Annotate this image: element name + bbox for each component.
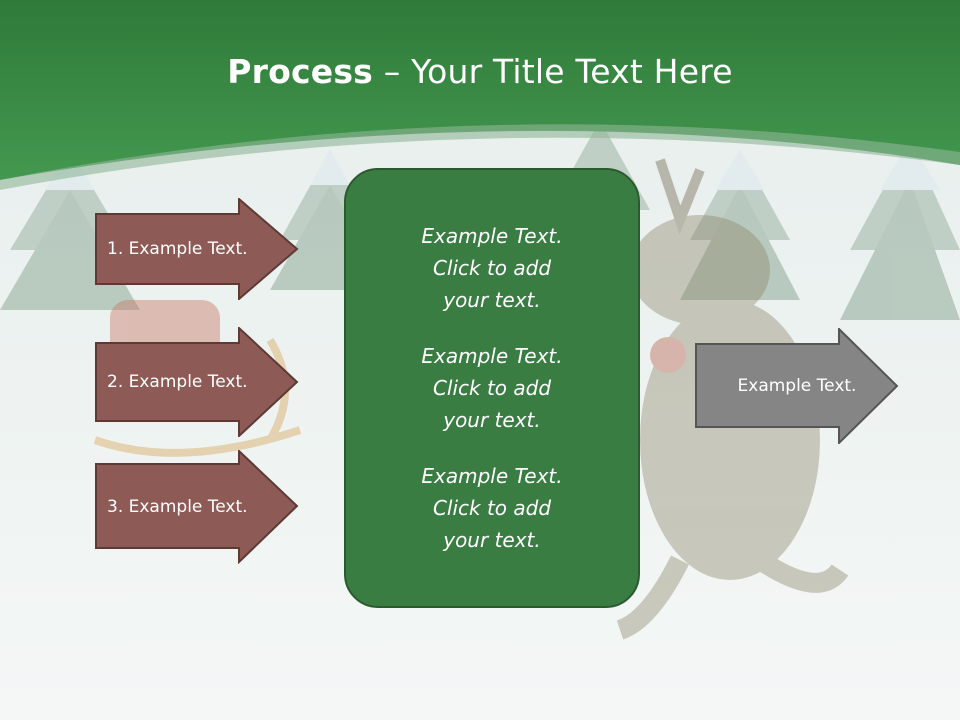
arrow-shape <box>95 198 299 300</box>
left-step-arrow-2: 2. Example Text. <box>95 327 299 437</box>
arrow-shape <box>95 450 299 564</box>
center-text-box: Example Text. Click to add your text. Ex… <box>344 168 640 608</box>
right-step-label: Example Text. <box>737 376 857 396</box>
center-block-3: Example Text. Click to add your text. <box>421 460 562 556</box>
center-block-1: Example Text. Click to add your text. <box>421 220 562 316</box>
left-step-arrow-1: 1. Example Text. <box>95 198 299 300</box>
block-line: Click to add <box>432 376 552 400</box>
arrow-shape <box>95 327 299 437</box>
right-step-arrow: Example Text. <box>695 328 899 444</box>
block-line: your text. <box>443 528 541 552</box>
center-block-2: Example Text. Click to add your text. <box>421 340 562 436</box>
title-bold: Process <box>227 52 374 91</box>
block-line: your text. <box>443 408 541 432</box>
arrow-shape <box>695 328 899 444</box>
block-line: Example Text. <box>421 344 563 368</box>
tree-shapes <box>0 120 960 320</box>
block-line: your text. <box>443 288 541 312</box>
block-line: Click to add <box>432 256 552 280</box>
block-line: Example Text. <box>421 224 563 248</box>
header-swoosh <box>0 124 960 190</box>
slide-title: Process – Your Title Text Here <box>0 52 960 91</box>
block-line: Click to add <box>432 496 552 520</box>
title-rest: – Your Title Text Here <box>373 52 733 91</box>
left-step-arrow-3: 3. Example Text. <box>95 450 299 564</box>
left-step-label-1: 1. Example Text. <box>107 239 248 259</box>
left-step-label-2: 2. Example Text. <box>107 372 248 392</box>
block-line: Example Text. <box>421 464 563 488</box>
left-step-label-3: 3. Example Text. <box>107 497 248 517</box>
